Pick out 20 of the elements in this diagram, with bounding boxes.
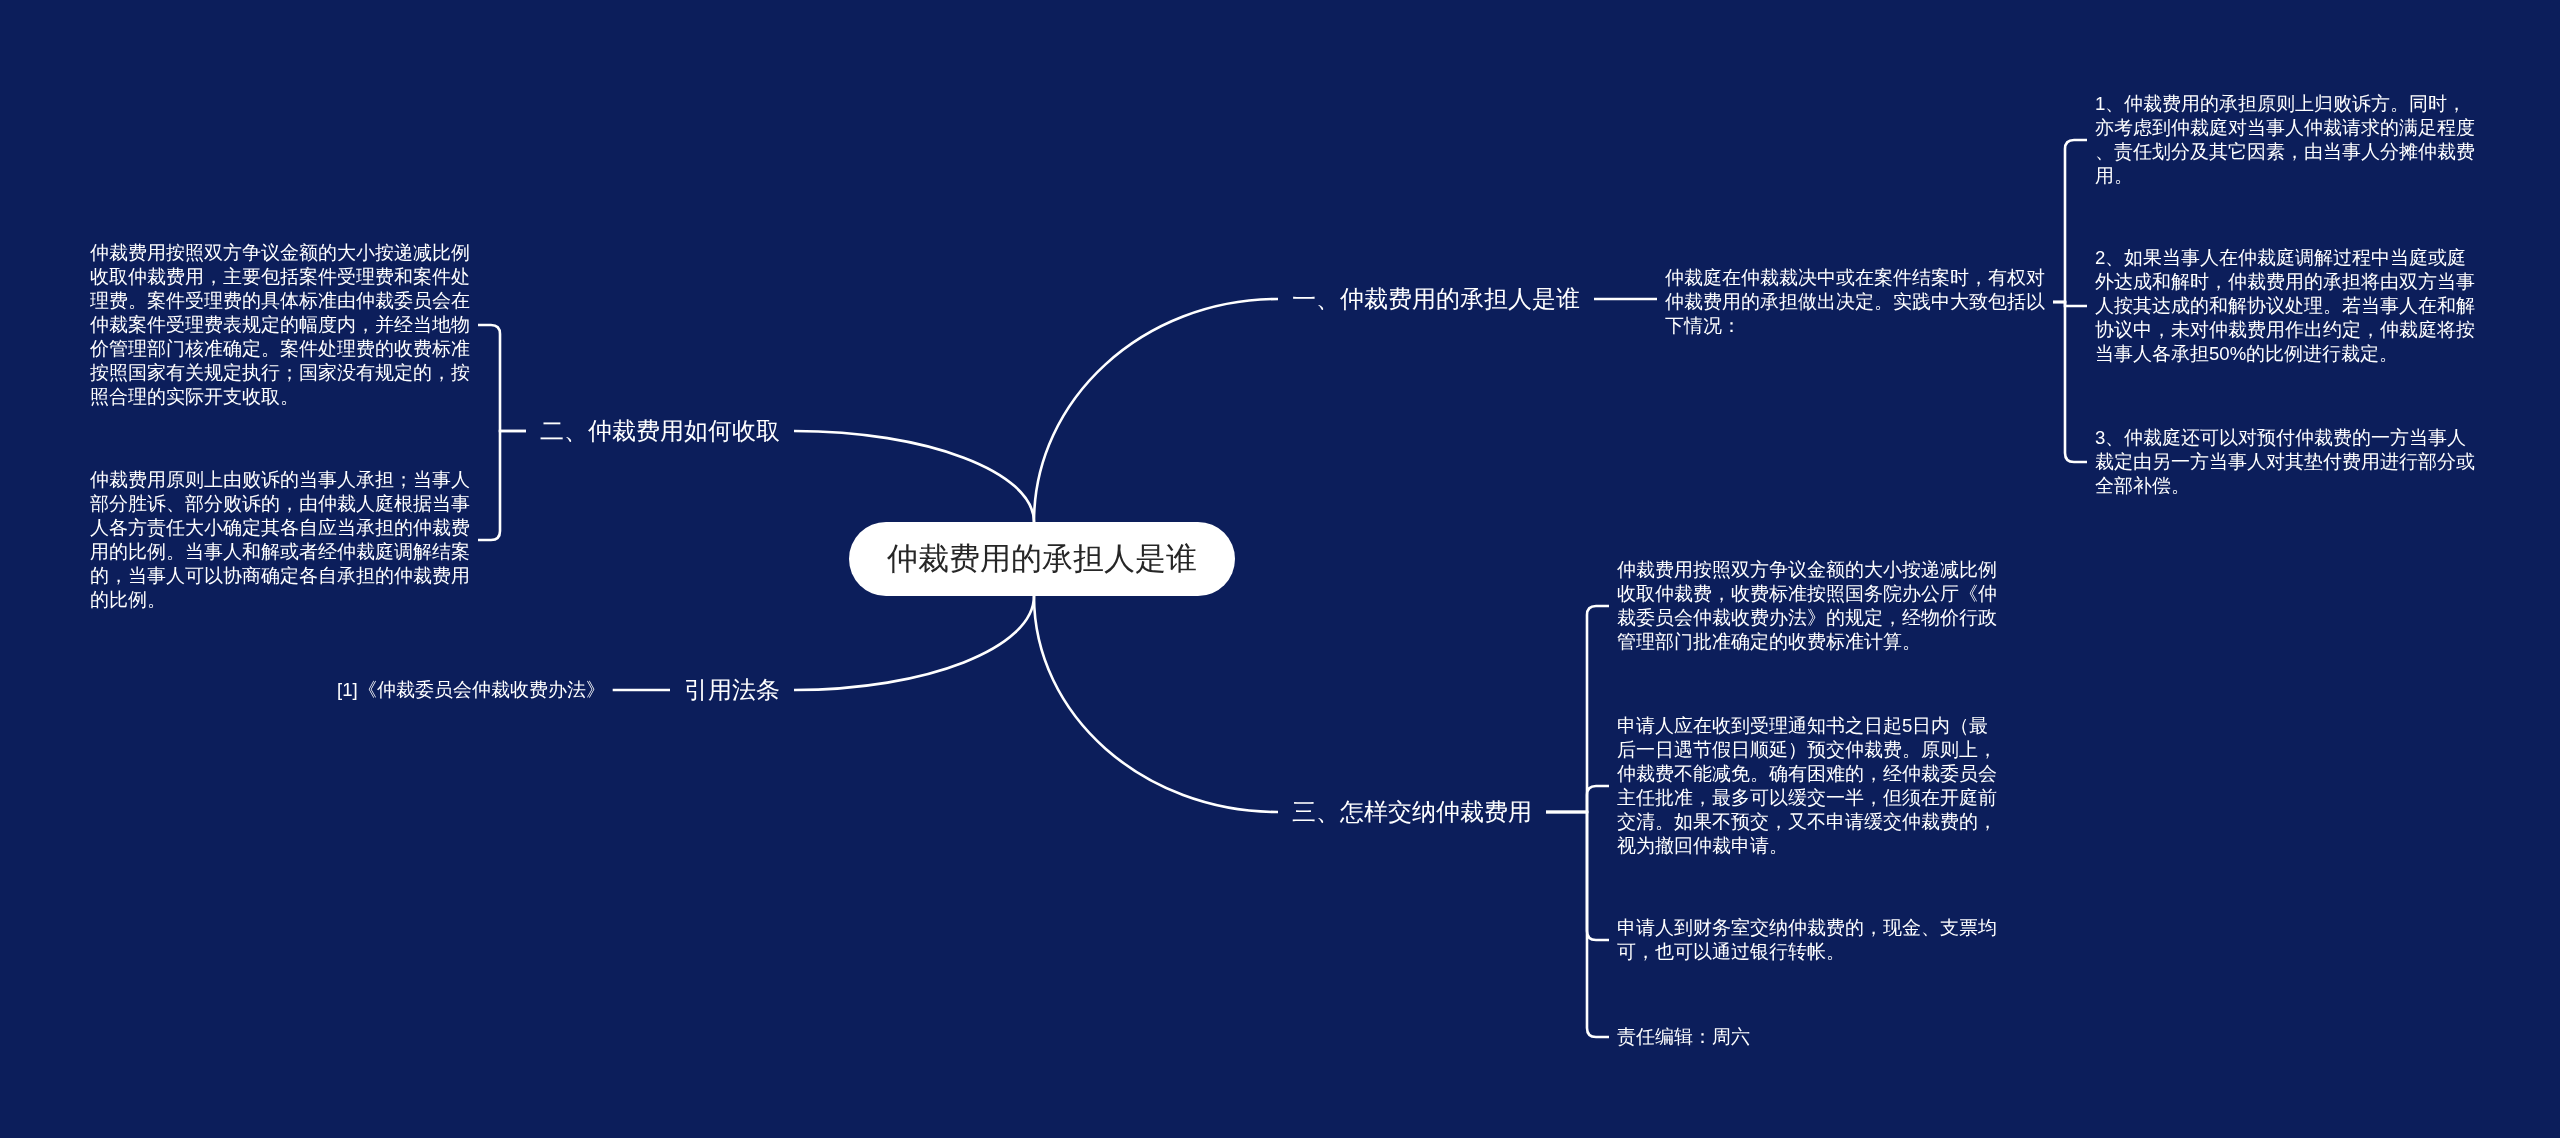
branch-curve [793,429,1036,523]
note-text: 申请人应在收到受理通知书之日起5日内（最后一日遇节假日顺延）预交仲裁费。原则上，仲裁费不能减免。确有困难的，经仲裁委员会主任批准，最多可以缓交一半，但须在开庭前交清。如果不预交，又不申请缓交仲裁费的，视为撤回仲裁申请。 [1609,714,2005,858]
note-text: 1、仲裁费用的承担原则上归败诉方。同时，亦考虑到仲裁庭对当事人仲裁请求的满足程度、责任划分及其它因素，由当事人分摊仲裁费用。 [2087,92,2483,188]
branch-label: 引用法条 [670,675,794,705]
note-text: 申请人到财务室交纳仲裁费的，现金、支票均可，也可以通过银行转帐。 [1609,916,2005,964]
reference-text: [1]《仲裁委员会仲裁收费办法》 [329,678,613,702]
branch-curve [1032,595,1279,814]
note-text: 仲裁庭在仲裁裁决中或在案件结案时，有权对仲裁费用的承担做出决定。实践中大致包括以下情况： [1657,266,2053,338]
note-text: 2、如果当事人在仲裁庭调解过程中当庭或庭外达成和解时，仲裁费用的承担将由双方当事人按其达成的和解协议处理。若当事人在和解协议中，未对仲裁费用作出约定，仲裁庭将按当事人各承担50%的比例进行裁定。 [2087,246,2483,366]
editor-credit: 责任编辑：周六 [1609,1025,1758,1049]
note-text: 仲裁费用按照双方争议金额的大小按递减比例收取仲裁费，收费标准按照国务院办公厅《仲裁委员会仲裁收费办法》的规定，经物价行政管理部门批准确定的收费标准计算。 [1609,558,2005,654]
connector-line [1594,297,1657,301]
note-text: 仲裁费用按照双方争议金额的大小按递减比例收取仲裁费用，主要包括案件受理费和案件处理费。案件受理费的具体标准由仲裁委员会在仲裁案件受理费表规定的幅度内，并经当地物价管理部门核准确定。案件处理费的收费标准按照国家有关规定执行；国家没有规定的，按照合理的实际开支收取。 [82,241,478,409]
branch-label: 三、怎样交纳仲裁费用 [1278,797,1546,827]
note-text: 3、仲裁庭还可以对预付仲裁费的一方当事人裁定由另一方当事人对其垫付费用进行部分或全部补偿。 [2087,426,2483,498]
connector-line [612,688,670,692]
branch-label: 二、仲裁费用如何收取 [526,416,794,446]
branch-label: 一、仲裁费用的承担人是谁 [1278,284,1594,314]
note-text: 仲裁费用原则上由败诉的当事人承担；当事人部分胜诉、部分败诉的，由仲裁人庭根据当事人各方责任大小确定其各自应当承担的仲裁费用的比例。当事人和解或者经仲裁庭调解结案的，当事人可以协商确定各自承担的仲裁费用的比例。 [82,468,478,612]
central-topic: 仲裁费用的承担人是谁 [849,522,1235,596]
